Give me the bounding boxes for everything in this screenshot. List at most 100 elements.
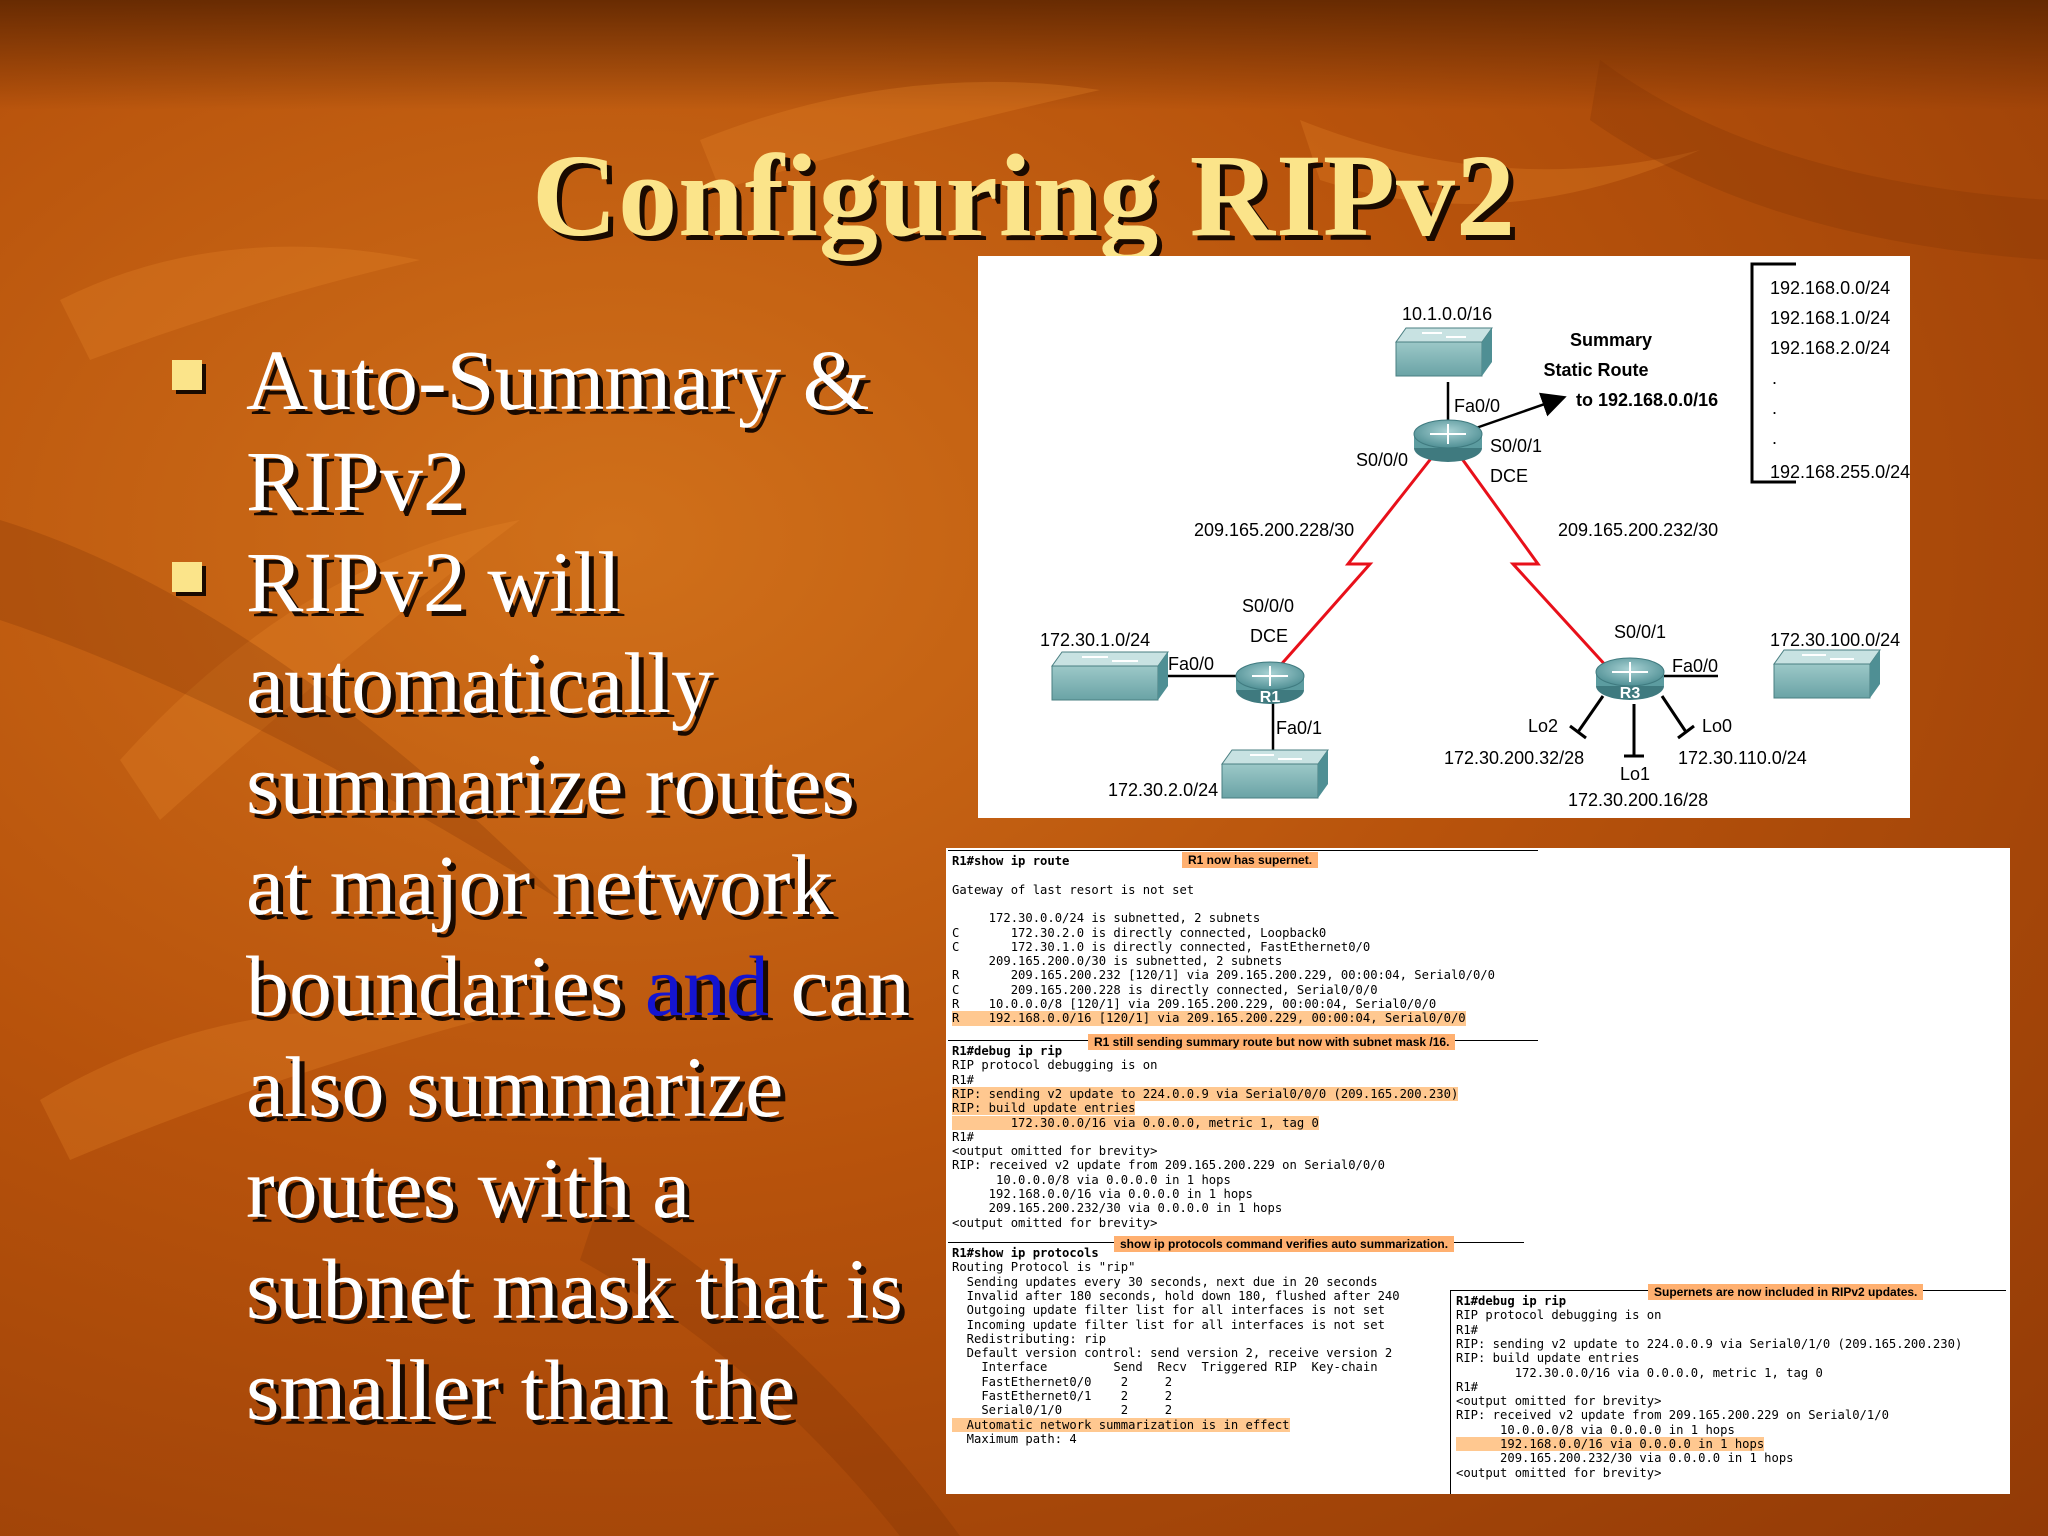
console-line: R1#: [1456, 1379, 1479, 1394]
router-icon: [1235, 661, 1305, 704]
console-line: R1#: [952, 1072, 975, 1087]
summary-list-item: .: [1772, 428, 1777, 448]
console-line: R 10.0.0.0/8 [120/1] via 209.165.200.229…: [952, 997, 1437, 1011]
summary-brace: [1750, 262, 1796, 484]
summary-label: Summary: [1570, 330, 1652, 350]
callout-note: show ip protocols command verifies auto …: [1114, 1236, 1455, 1253]
bullet-text-continued: can also summarize routes with a subnet …: [246, 938, 910, 1438]
console-line: Routing Protocol is "rip": [952, 1260, 1136, 1275]
divider: [1450, 1290, 1451, 1494]
callout-note: R1 now has supernet.: [1182, 852, 1319, 869]
lo1-network-label: 172.30.200.16/28: [1568, 790, 1708, 810]
summary-label: to 192.168.0.0/16: [1576, 390, 1718, 410]
console-line: 10.0.0.0/8 via 0.0.0.0 in 1 hops: [952, 1172, 1231, 1187]
console-line: <output omitted for brevity>: [1456, 1465, 1662, 1480]
console-line: Automatic network summarization is in ef…: [952, 1417, 1290, 1432]
console-line: Invalid after 180 seconds, hold down 180…: [952, 1288, 1400, 1303]
console-line: 209.165.200.232/30 via 0.0.0.0 in 1 hops: [952, 1201, 1283, 1216]
console-line: 192.168.0.0/16 via 0.0.0.0 in 1 hops: [1456, 1437, 1765, 1452]
lo1-label: Lo1: [1620, 764, 1650, 784]
bullet-item: RIPv2 will automatically summarize route…: [170, 532, 930, 1441]
switch-icon: [1395, 327, 1493, 377]
console-line: RIP: build update entries: [1456, 1351, 1640, 1366]
console-line: C 172.30.1.0 is directly connected, Fast…: [952, 939, 1371, 954]
bullet-keyword: and: [644, 938, 770, 1034]
console-line: Outgoing update filter list for all inte…: [952, 1303, 1385, 1318]
slide-title: Configuring RIPv2: [531, 130, 1517, 261]
switch-icon: [1051, 651, 1169, 701]
console-line: C 172.30.2.0 is directly connected, Loop…: [952, 925, 1327, 940]
console-line: R1#debug ip rip: [1456, 1294, 1567, 1308]
console-line: RIP: build update entries: [952, 1101, 1136, 1116]
console-line: RIP: received v2 update from 209.165.200…: [1456, 1408, 1889, 1423]
console-line: R1#show ip protocols: [952, 1246, 1099, 1260]
link-left-label: 209.165.200.228/30: [1194, 520, 1354, 540]
serial-link-left: [1276, 455, 1435, 669]
console-line: Serial0/1/0 2 2: [952, 1403, 1173, 1418]
console-line: RIP: sending v2 update to 224.0.0.9 via …: [952, 1086, 1459, 1102]
switch-icon: [1773, 649, 1881, 699]
console-line: <output omitted for brevity>: [952, 1144, 1158, 1159]
lo2-label: Lo2: [1528, 716, 1558, 736]
lo2-network-label: 172.30.200.32/28: [1444, 748, 1584, 768]
console-line: RIP: sending v2 update to 224.0.0.9 via …: [1456, 1336, 1963, 1351]
summary-arrow: [1475, 392, 1567, 430]
console-line: FastEthernet0/0 2 2: [952, 1374, 1173, 1389]
summary-list-item: 192.168.2.0/24: [1770, 338, 1890, 358]
console-line: Default version control: send version 2,…: [952, 1346, 1393, 1361]
console-line: Redistributing: rip: [952, 1331, 1107, 1346]
r1-lan1-network-label: 172.30.1.0/24: [1040, 630, 1150, 650]
lo0-label: Lo0: [1702, 716, 1732, 736]
router-icon: [1595, 657, 1665, 700]
topology-diagram: 10.1.0.0/16 Summary Static Route to 192.…: [978, 256, 1910, 818]
r1-lan2-network-label: 172.30.2.0/24: [1108, 780, 1218, 800]
switch-icon: [1221, 749, 1329, 799]
link-lines: [1168, 382, 1718, 751]
console-line: <output omitted for brevity>: [1456, 1394, 1662, 1409]
console-line: R1#: [952, 1129, 975, 1144]
r1-fa00-label: Fa0/0: [1168, 654, 1214, 674]
console-line: Maximum path: 4: [952, 1431, 1077, 1446]
console-line: RIP protocol debugging is on: [1456, 1308, 1662, 1323]
bullet-text: Auto-Summary & RIPv2: [246, 332, 870, 529]
link-right-label: 209.165.200.232/30: [1558, 520, 1718, 540]
console-line: 209.165.200.0/30 is subnetted, 2 subnets: [952, 954, 1283, 969]
console-line: 10.0.0.0/8 via 0.0.0.0 in 1 hops: [1456, 1422, 1735, 1437]
r1-router-label: R1: [1260, 689, 1281, 706]
summary-list-item: 192.168.0.0/24: [1770, 278, 1890, 298]
console-line: FastEthernet0/1 2 2: [952, 1389, 1173, 1403]
serial-link-right: [1458, 455, 1610, 670]
r3-fa00-label: Fa0/0: [1672, 656, 1718, 676]
r3-router-label: R3: [1620, 685, 1641, 702]
r3-lan-network-label: 172.30.100.0/24: [1770, 630, 1900, 650]
console-line: 172.30.0.0/24 is subnetted, 2 subnets: [952, 911, 1261, 926]
console-line: Incoming update filter list for all inte…: [952, 1317, 1385, 1332]
r1-dce-label: DCE: [1250, 626, 1288, 646]
summary-list-item: .: [1772, 368, 1777, 388]
console-line: R1#debug ip rip: [952, 1044, 1063, 1058]
console-line: 172.30.0.0/16 via 0.0.0.0, metric 1, tag…: [952, 1115, 1319, 1130]
bullet-list: Auto-Summary & RIPv2 RIPv2 will automati…: [170, 330, 930, 1441]
loopback-stubs: [1569, 695, 1695, 758]
callout-note: R1 still sending summary route but now w…: [1088, 1034, 1456, 1051]
r2-dce-label: DCE: [1490, 466, 1528, 486]
console-line: R1#show ip route: [952, 854, 1070, 868]
console-line: <output omitted for brevity>: [952, 1215, 1158, 1230]
r2-s001-label: S0/0/1: [1490, 436, 1542, 456]
console-line: R 192.168.0.0/16 [120/1] via 209.165.200…: [952, 1011, 1466, 1026]
console-line: Interface Send Recv Triggered RIP Key-ch…: [952, 1360, 1378, 1375]
console-line: R1#: [1456, 1322, 1479, 1337]
console-line: RIP protocol debugging is on: [952, 1058, 1158, 1073]
console-line: 209.165.200.232/30 via 0.0.0.0 in 1 hops: [1456, 1451, 1794, 1466]
console-line: RIP: received v2 update from 209.165.200…: [952, 1158, 1385, 1173]
summary-list-item: 192.168.1.0/24: [1770, 308, 1890, 328]
r2-fa00-label: Fa0/0: [1454, 396, 1500, 416]
r1-s000-label: S0/0/0: [1242, 596, 1294, 616]
lo0-network-label: 172.30.110.0/24: [1678, 748, 1807, 768]
summary-list-item: 192.168.255.0/24: [1770, 462, 1910, 482]
console-line: 192.168.0.0/16 via 0.0.0.0 in 1 hops: [952, 1187, 1253, 1201]
divider: [948, 850, 1538, 851]
square-bullet-icon: [172, 562, 202, 592]
console-line: C 209.165.200.228 is directly connected,…: [952, 982, 1378, 997]
